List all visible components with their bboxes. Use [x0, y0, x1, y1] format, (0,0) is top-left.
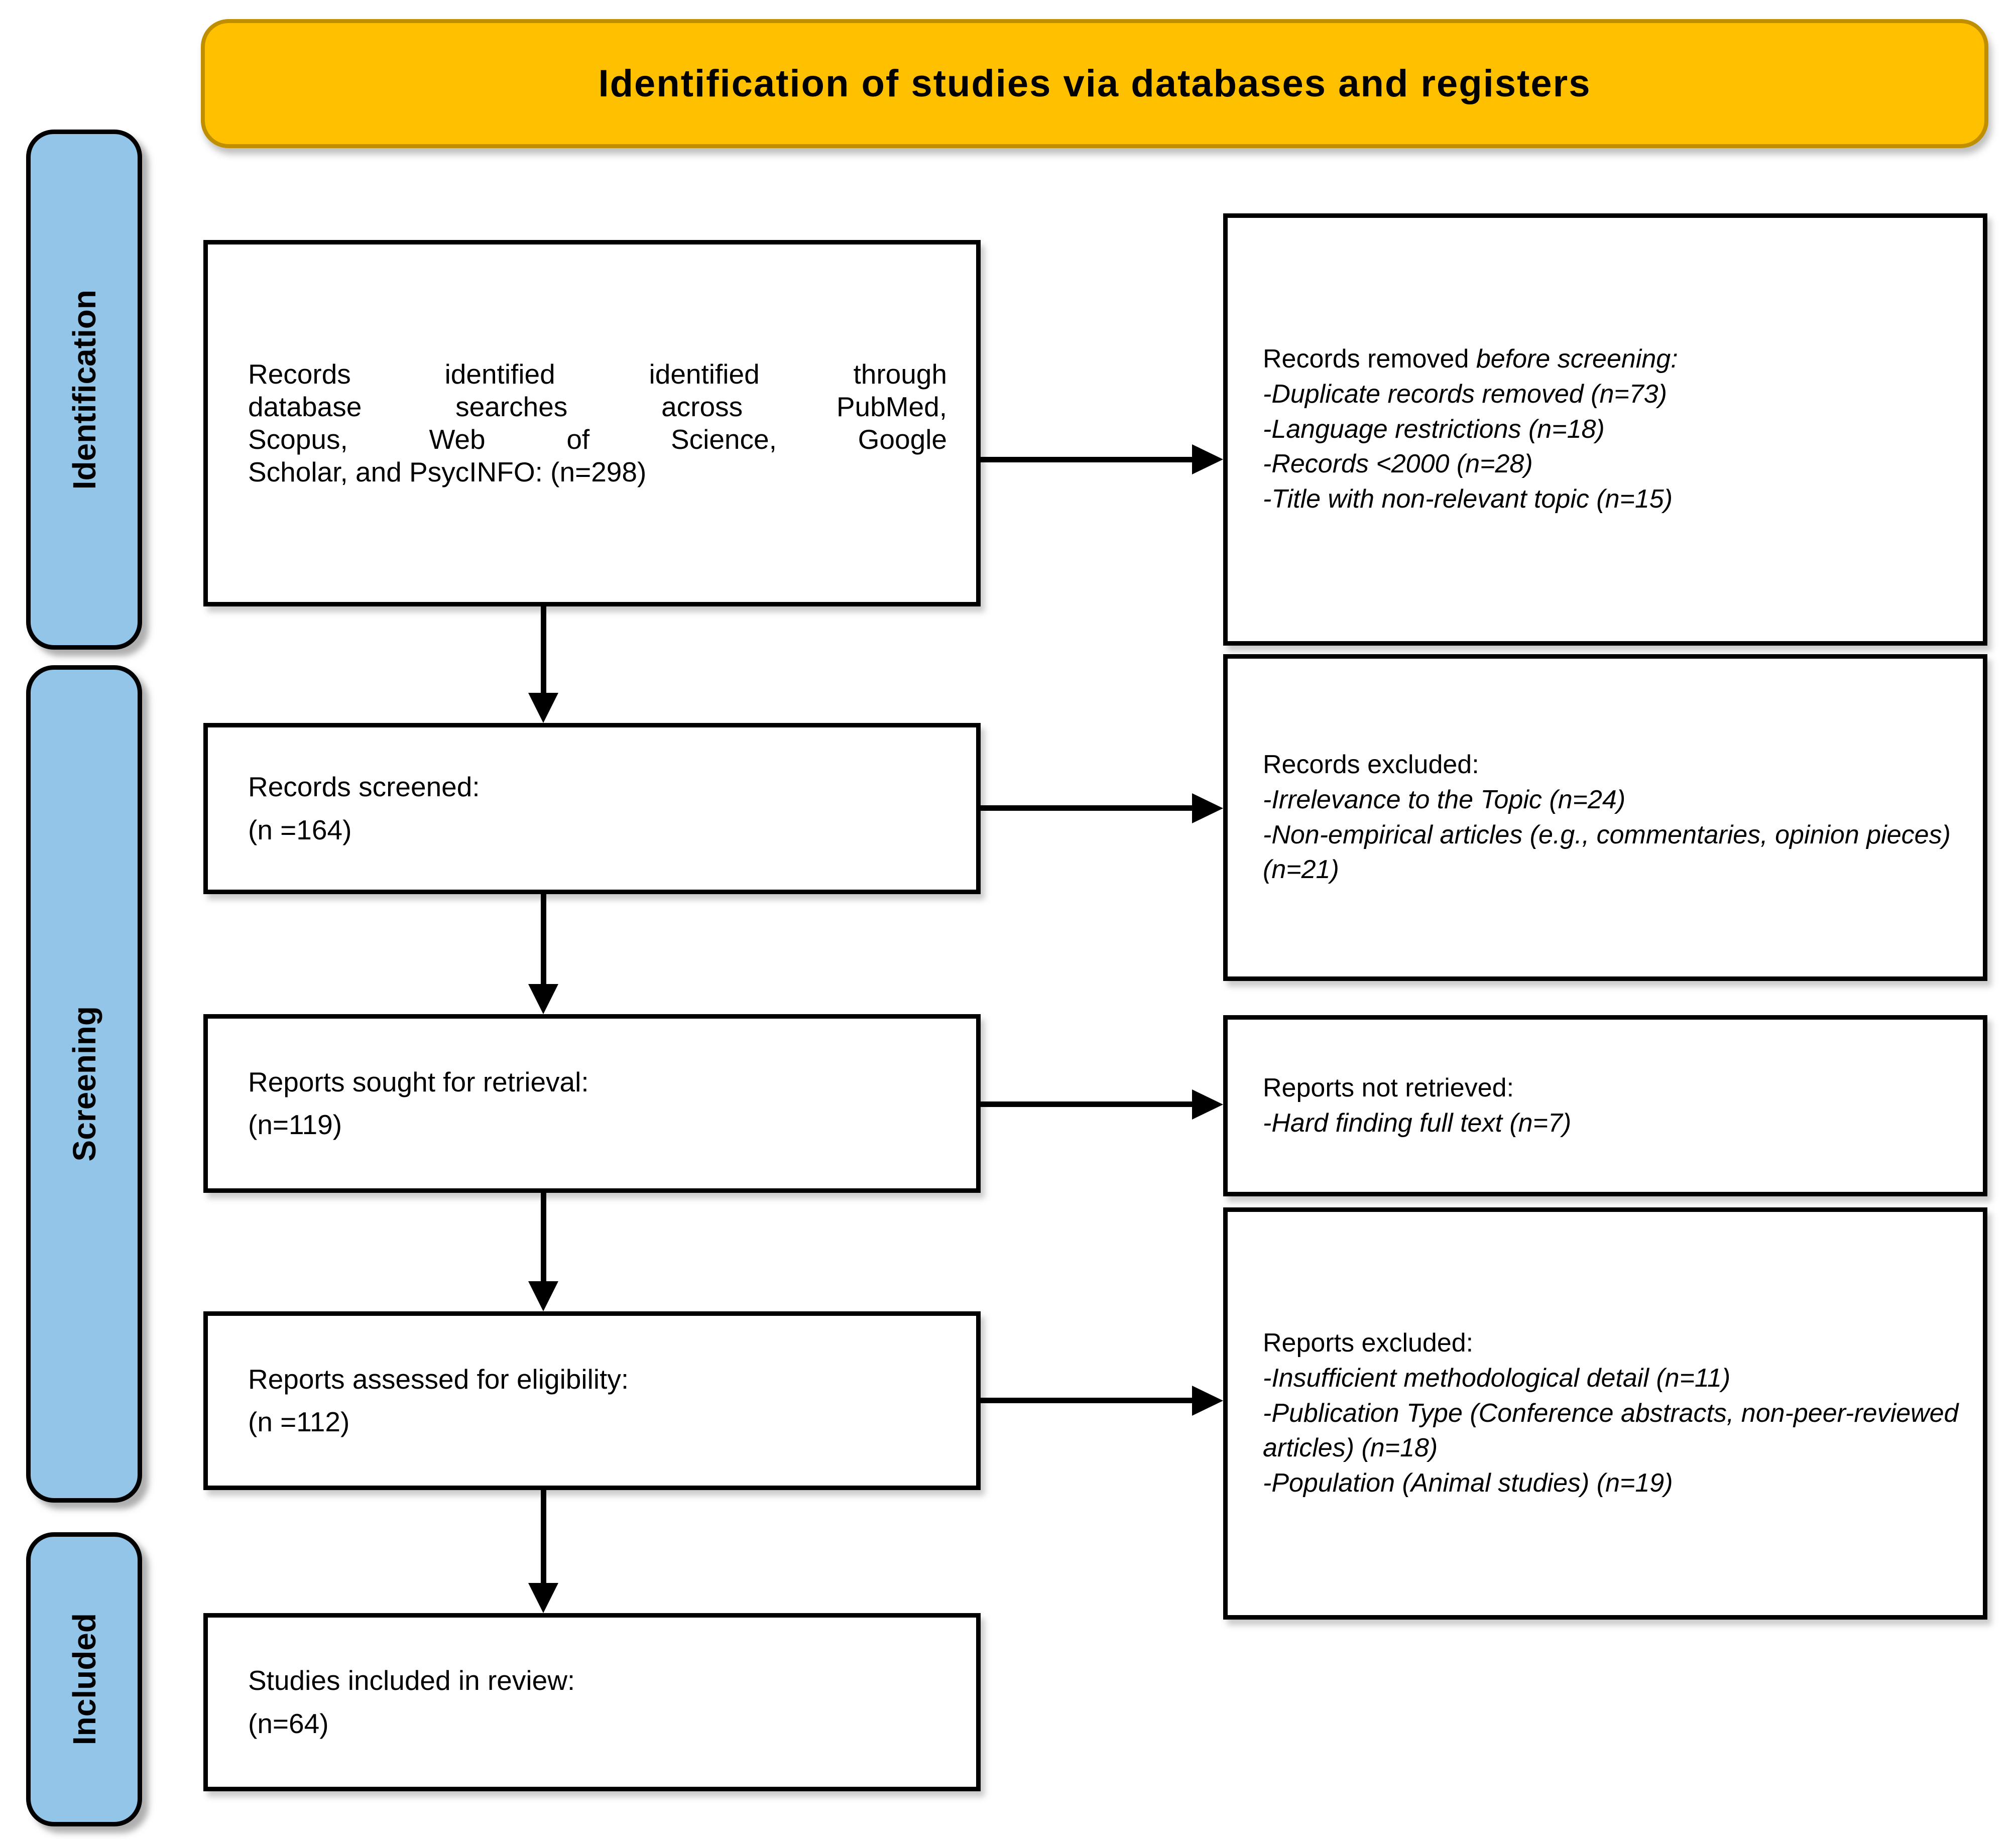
box-studies-included: Studies included in review: (n=64)	[203, 1613, 981, 1791]
excluded-item-non-empirical: -Non-empirical articles (e.g., commentar…	[1263, 820, 1951, 885]
not-retrieved-heading: Reports not retrieved:	[1263, 1073, 1514, 1102]
arrow-sought-to-not-retrieved-line	[981, 1101, 1193, 1107]
reports-assessed-label: Reports assessed for eligibility:	[248, 1363, 629, 1395]
box-records-excluded: Records excluded: -Irrelevance to the To…	[1223, 654, 1987, 981]
removed-item-pre2000: -Records <2000 (n=28)	[1263, 449, 1533, 479]
arrow-screened-to-sought-head-icon	[528, 984, 558, 1014]
stage-bar-included: Included	[26, 1532, 142, 1826]
studies-included-count: (n=64)	[248, 1707, 329, 1739]
arrow-identified-to-removed-line	[981, 457, 1193, 462]
records-removed-heading: Records removed before screening:	[1263, 342, 1962, 377]
removed-item-nonrelevant-title: -Title with non-relevant topic (n=15)	[1263, 484, 1673, 514]
records-excluded-heading: Records excluded:	[1263, 750, 1479, 780]
reports-excluded-heading: Reports excluded:	[1263, 1328, 1474, 1358]
arrow-screened-to-sought-line	[541, 894, 546, 987]
arrow-assessed-to-reports-excluded-head-icon	[1192, 1386, 1223, 1416]
reports-sought-label: Reports sought for retrieval:	[248, 1066, 589, 1097]
arrow-sought-to-assessed-line	[541, 1192, 546, 1284]
arrow-screened-to-excluded-head-icon	[1192, 793, 1223, 823]
reports-excluded-item-population: -Population (Animal studies) (n=19)	[1263, 1468, 1673, 1498]
excluded-item-irrelevance: -Irrelevance to the Topic (n=24)	[1263, 785, 1626, 814]
arrow-identified-to-screened-line	[541, 606, 546, 697]
box-records-removed-before-screening: Records removed before screening: -Dupli…	[1223, 213, 1987, 646]
box-records-screened: Records screened: (n =164)	[203, 723, 981, 894]
box-reports-not-retrieved: Reports not retrieved: -Hard finding ful…	[1223, 1015, 1987, 1196]
box-records-identified: Records identified identified through da…	[203, 240, 981, 606]
records-screened-label: Records screened:	[248, 771, 480, 803]
arrow-assessed-to-included-head-icon	[528, 1583, 558, 1613]
records-removed-heading-italic: before screening:	[1476, 344, 1678, 374]
arrow-identified-to-screened-head-icon	[528, 693, 558, 723]
arrow-sought-to-assessed-head-icon	[528, 1281, 558, 1311]
stage-label-identification: Identification	[66, 289, 102, 490]
not-retrieved-item-full-text: -Hard finding full text (n=7)	[1263, 1108, 1572, 1138]
stage-label-included: Included	[66, 1613, 102, 1746]
studies-included-label: Studies included in review:	[248, 1665, 575, 1696]
diagram-title: Identification of studies via databases …	[598, 62, 1591, 105]
records-identified-line-1: Records identified identified through	[248, 358, 947, 390]
records-identified-line-2: database searches across PubMed,	[248, 391, 947, 423]
title-banner: Identification of studies via databases …	[201, 19, 1988, 148]
arrow-screened-to-excluded-line	[981, 805, 1193, 811]
arrow-sought-to-not-retrieved-head-icon	[1192, 1089, 1223, 1120]
removed-item-duplicates: -Duplicate records removed (n=73)	[1263, 379, 1667, 409]
stage-bar-screening: Screening	[26, 665, 142, 1503]
stage-bar-identification: Identification	[26, 130, 142, 650]
stage-label-screening: Screening	[66, 1006, 102, 1162]
reports-excluded-item-methodology: -Insufficient methodological detail (n=1…	[1263, 1363, 1731, 1393]
box-reports-excluded: Reports excluded: -Insufficient methodol…	[1223, 1207, 1987, 1620]
box-reports-sought: Reports sought for retrieval: (n=119)	[203, 1014, 981, 1193]
arrow-identified-to-removed-head-icon	[1192, 444, 1223, 474]
reports-excluded-item-publication-type: -Publication Type (Conference abstracts,…	[1263, 1398, 1959, 1463]
records-identified-line-4: Scholar, and PsycINFO: (n=298)	[248, 456, 647, 487]
records-screened-count: (n =164)	[248, 814, 352, 845]
records-identified-line-3: Scopus, Web of Science, Google	[248, 424, 947, 455]
arrow-assessed-to-reports-excluded-line	[981, 1398, 1193, 1403]
box-reports-assessed: Reports assessed for eligibility: (n =11…	[203, 1311, 981, 1490]
reports-sought-count: (n=119)	[248, 1109, 342, 1140]
records-removed-heading-regular: Records removed	[1263, 344, 1476, 374]
arrow-assessed-to-included-line	[541, 1490, 546, 1586]
removed-item-language: -Language restrictions (n=18)	[1263, 414, 1605, 444]
reports-assessed-count: (n =112)	[248, 1406, 350, 1437]
